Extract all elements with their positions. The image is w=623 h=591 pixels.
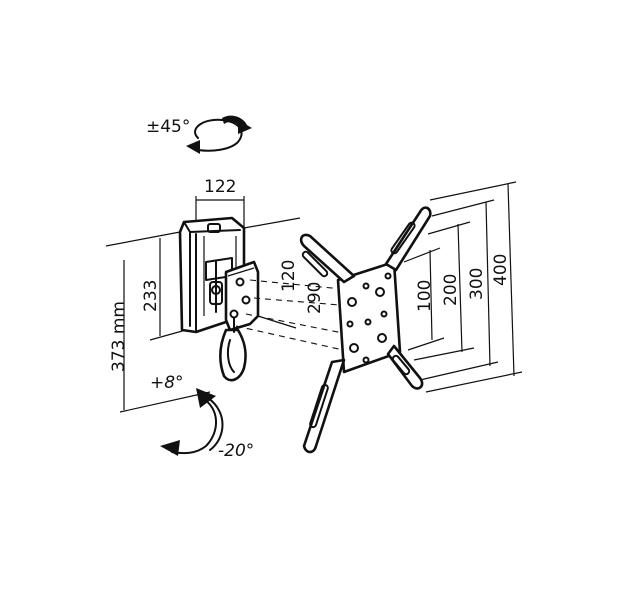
tilt-head: [224, 260, 260, 332]
vesa-vertical-300-label: 300: [467, 268, 487, 300]
height-dimension-lines: [105, 231, 211, 413]
vesa-dimension-lines: [403, 181, 523, 393]
projection-lines: [235, 217, 353, 353]
vesa-mounting-plate: [299, 206, 432, 454]
vesa-horizontal-120-label: 120: [279, 260, 299, 292]
tilt-down-label: -20°: [218, 441, 254, 461]
bracket-width-label: 122: [204, 177, 236, 197]
vesa-horizontal-290-label: 290: [305, 282, 325, 314]
swivel-angle-label: ±45°: [146, 117, 190, 137]
bracket-height-label: 233: [141, 280, 161, 312]
tilt-knob: [219, 317, 247, 382]
total-height-label: 373 mm: [109, 301, 129, 372]
swivel-arrow-icon: [186, 115, 252, 154]
vesa-vertical-400-label: 400: [491, 254, 511, 286]
vesa-vertical-200-label: 200: [441, 274, 461, 306]
vesa-vertical-100-label: 100: [415, 280, 435, 312]
tilt-arrow-icon: [160, 388, 224, 456]
tilt-up-label: +8°: [150, 373, 184, 393]
